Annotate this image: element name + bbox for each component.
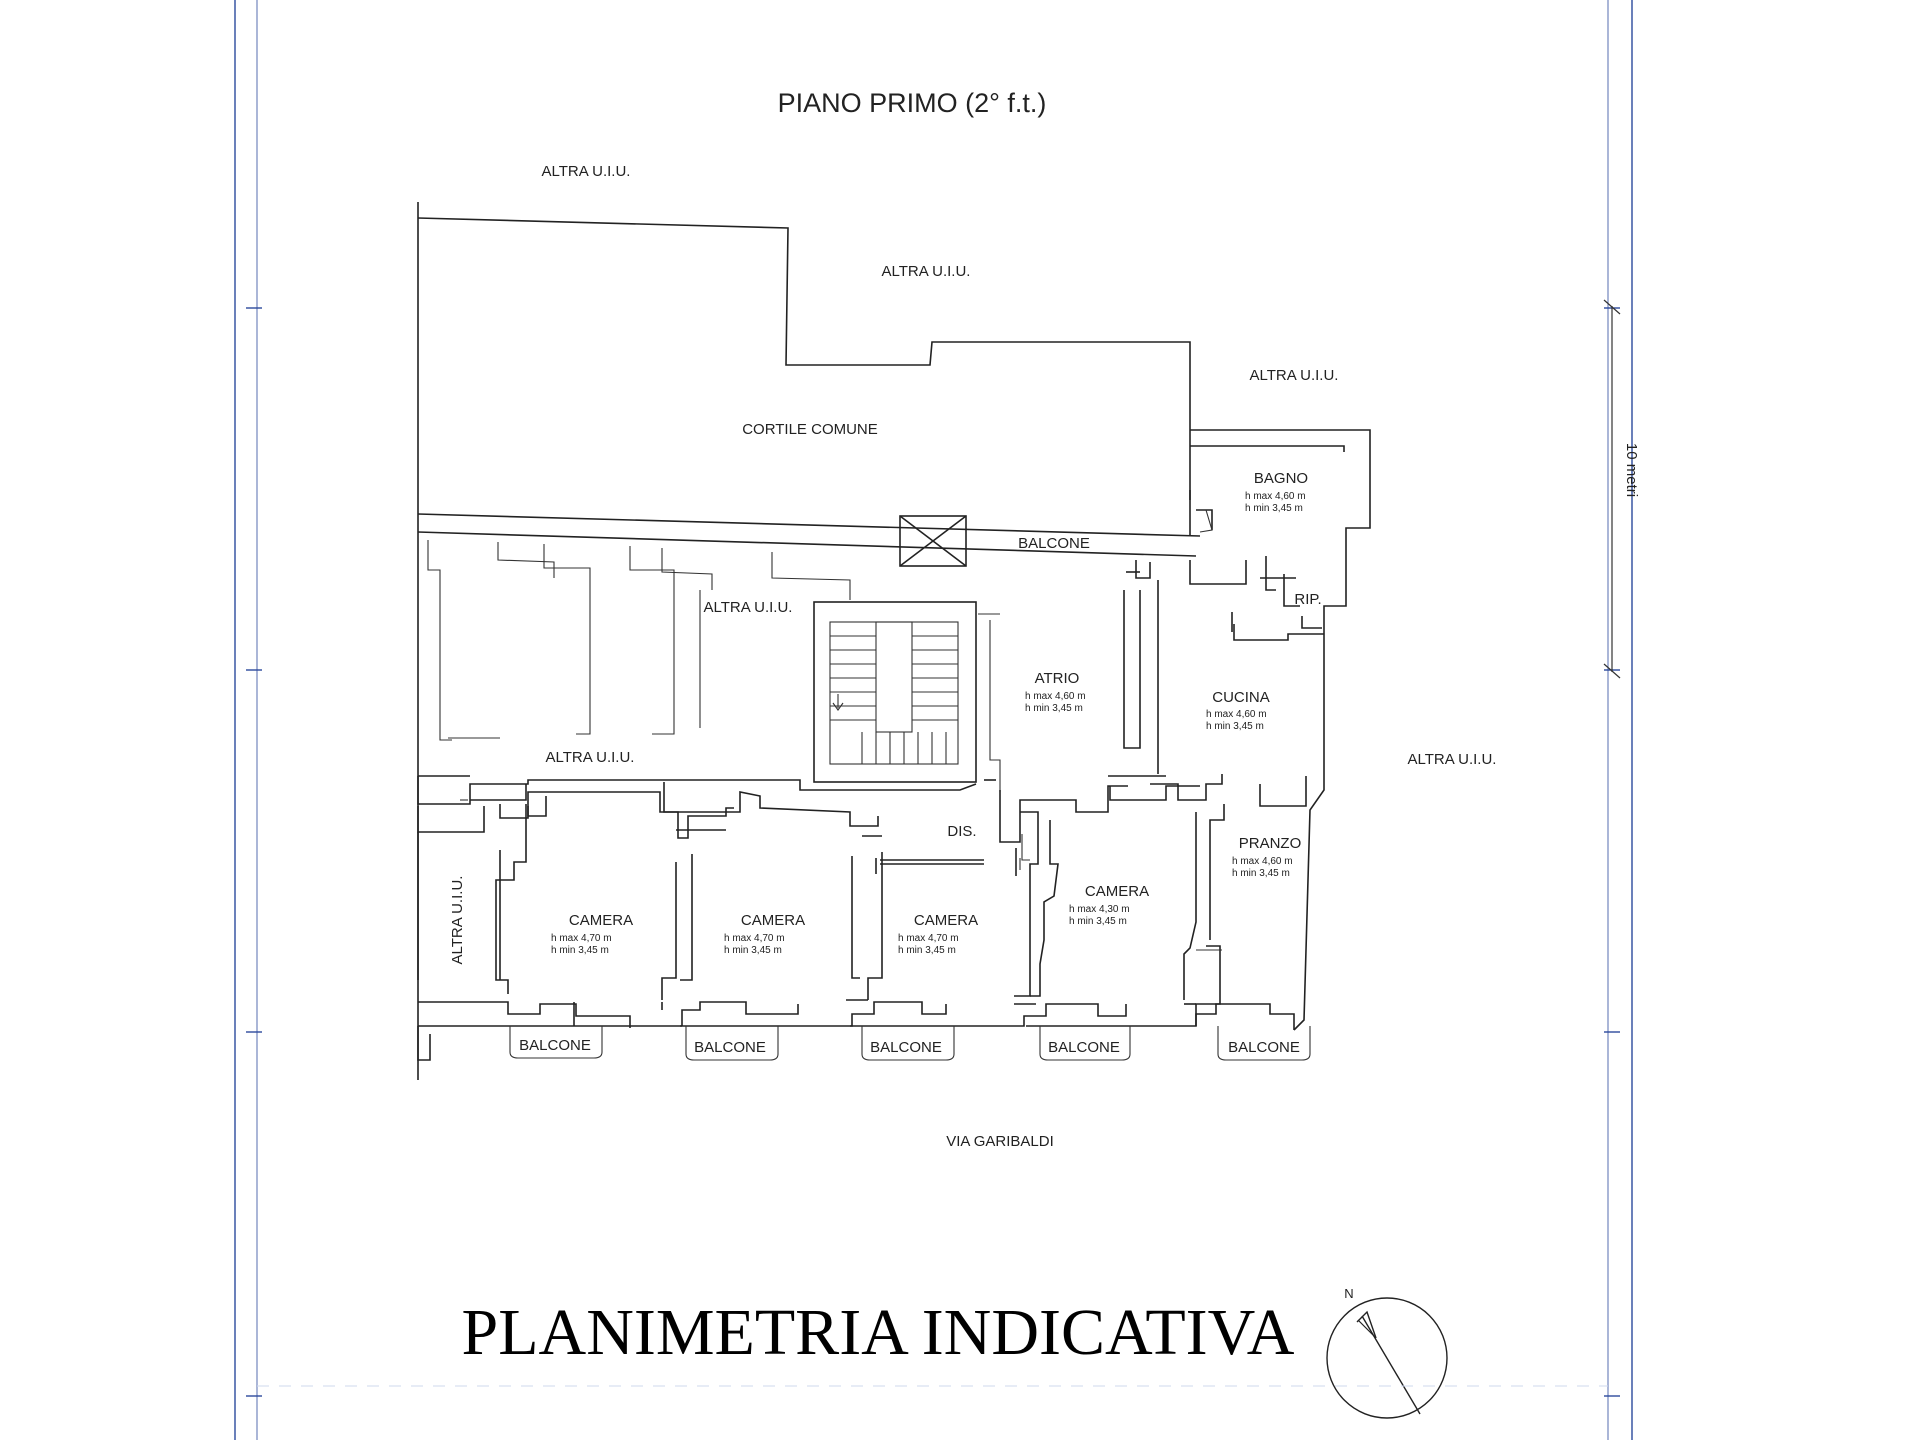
balcony-label-5: BALCONE xyxy=(1228,1039,1300,1056)
room-hmin: h min 3,45 m xyxy=(898,945,956,956)
balcony-label-4: BALCONE xyxy=(1048,1039,1120,1056)
room-rip: RIP. xyxy=(1294,591,1321,608)
room-hmin: h min 3,45 m xyxy=(1206,721,1264,732)
floor-title: PIANO PRIMO (2° f.t.) xyxy=(778,88,1047,118)
main-title: PLANIMETRIA INDICATIVA xyxy=(462,1296,1295,1369)
room-hmax: h max 4,60 m xyxy=(1245,491,1306,502)
neighbor-label-middle-upper: ALTRA U.I.U. xyxy=(704,599,793,616)
room-hmin: h min 3,45 m xyxy=(724,945,782,956)
balcony-label-3: BALCONE xyxy=(870,1039,942,1056)
neighbor-label-middle-lower: ALTRA U.I.U. xyxy=(546,749,635,766)
room-name: PRANZO xyxy=(1239,835,1302,852)
room-hmin: h min 3,45 m xyxy=(551,945,609,956)
scale-label: 10 metri xyxy=(1623,443,1640,497)
room-camera-4: CAMERA h max 4,30 m h min 3,45 m xyxy=(1069,883,1149,927)
courtyard-label: CORTILE COMUNE xyxy=(742,421,878,438)
room-hmax: h max 4,60 m xyxy=(1206,709,1267,720)
balcony-outlines xyxy=(509,1026,1311,1061)
scale-bar: 10 metri xyxy=(1603,299,1640,679)
room-atrio: ATRIO h max 4,60 m h min 3,45 m xyxy=(1025,670,1086,714)
room-name: BAGNO xyxy=(1254,470,1308,487)
room-hmin: h min 3,45 m xyxy=(1245,503,1303,514)
neighbor-label-top-left: ALTRA U.I.U. xyxy=(542,163,631,180)
room-pranzo: PRANZO h max 4,60 m h min 3,45 m xyxy=(1232,835,1301,879)
room-name: CAMERA xyxy=(1085,883,1149,900)
room-name: CAMERA xyxy=(914,912,978,929)
neighbor-label-left-vertical: ALTRA U.I.U. xyxy=(449,876,466,965)
room-hmax: h max 4,70 m xyxy=(551,933,612,944)
street-label: VIA GARIBALDI xyxy=(946,1133,1054,1150)
room-hmin: h min 3,45 m xyxy=(1232,868,1290,879)
room-dis: DIS. xyxy=(947,823,976,840)
room-cucina: CUCINA h max 4,60 m h min 3,45 m xyxy=(1206,689,1270,732)
room-name: CAMERA xyxy=(741,912,805,929)
balcony-label-top: BALCONE xyxy=(1018,535,1090,552)
room-camera-1: CAMERA h max 4,70 m h min 3,45 m xyxy=(551,912,633,956)
room-hmin: h min 3,45 m xyxy=(1069,916,1127,927)
north-label: N xyxy=(1344,1286,1353,1301)
room-name: CUCINA xyxy=(1212,689,1270,706)
room-name: CAMERA xyxy=(569,912,633,929)
room-hmax: h max 4,30 m xyxy=(1069,904,1130,915)
sheet-frame xyxy=(234,0,1633,1440)
room-name: ATRIO xyxy=(1035,670,1080,687)
room-hmax: h max 4,70 m xyxy=(898,933,959,944)
north-arrow-icon: N xyxy=(1326,1286,1448,1419)
room-hmax: h max 4,60 m xyxy=(1025,691,1086,702)
neighbor-label-top-right: ALTRA U.I.U. xyxy=(1250,367,1339,384)
room-camera-3: CAMERA h max 4,70 m h min 3,45 m xyxy=(898,912,978,956)
neighbor-label-top-center: ALTRA U.I.U. xyxy=(882,263,971,280)
balcony-label-1: BALCONE xyxy=(519,1037,591,1054)
room-camera-2: CAMERA h max 4,70 m h min 3,45 m xyxy=(724,912,805,956)
room-bagno: BAGNO h max 4,60 m h min 3,45 m xyxy=(1245,470,1308,514)
neighbor-label-right: ALTRA U.I.U. xyxy=(1408,751,1497,768)
room-hmax: h max 4,70 m xyxy=(724,933,785,944)
room-hmin: h min 3,45 m xyxy=(1025,703,1083,714)
balcony-label-2: BALCONE xyxy=(694,1039,766,1056)
building-walls xyxy=(417,202,1371,1080)
staircase-treads xyxy=(830,635,958,764)
room-hmax: h max 4,60 m xyxy=(1232,856,1293,867)
